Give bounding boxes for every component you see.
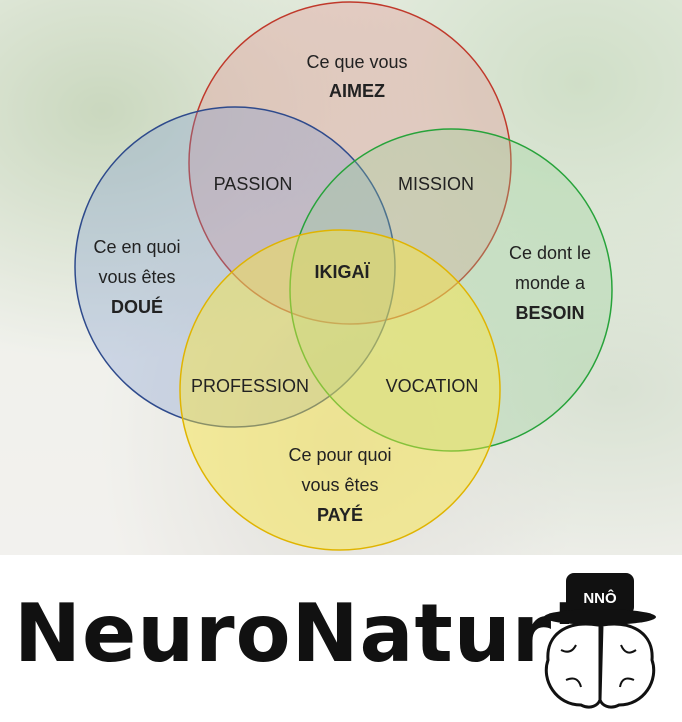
ikigai-center-label: IKIGAÏ [314, 262, 370, 282]
circle-aimez [188, 1, 512, 325]
profession-label: PROFESSION [191, 376, 309, 396]
circle-besoin [289, 128, 613, 452]
doue-line1: Ce en quoi [93, 237, 180, 257]
paye-line2: vous êtes [301, 475, 378, 495]
ikigai-venn-diagram: Ce que vous AIMEZ Ce en quoi vous êtes D… [74, 1, 613, 551]
circle-doue [74, 106, 396, 428]
brain-with-hat-icon: NNÔ [544, 573, 656, 709]
besoin-line2: monde a [515, 273, 586, 293]
doue-bold: DOUÉ [111, 296, 163, 317]
circle-paye [179, 229, 501, 551]
aimez-bold: AIMEZ [329, 81, 385, 101]
aimez-line1: Ce que vous [306, 52, 407, 72]
besoin-line1: Ce dont le [509, 243, 591, 263]
passion-label: PASSION [214, 174, 293, 194]
hat-badge-text: NNÔ [583, 589, 617, 607]
paye-line1: Ce pour quoi [288, 445, 391, 465]
logo-wordmark: NeuroNatur' [14, 587, 578, 680]
neuronatur-logo: NeuroNatur' NNÔ [0, 555, 682, 722]
besoin-bold: BESOIN [515, 303, 584, 323]
garden-background-photo [0, 0, 682, 555]
paye-bold: PAYÉ [317, 504, 363, 525]
doue-line2: vous êtes [98, 267, 175, 287]
vocation-label: VOCATION [386, 376, 479, 396]
mission-label: MISSION [398, 174, 474, 194]
